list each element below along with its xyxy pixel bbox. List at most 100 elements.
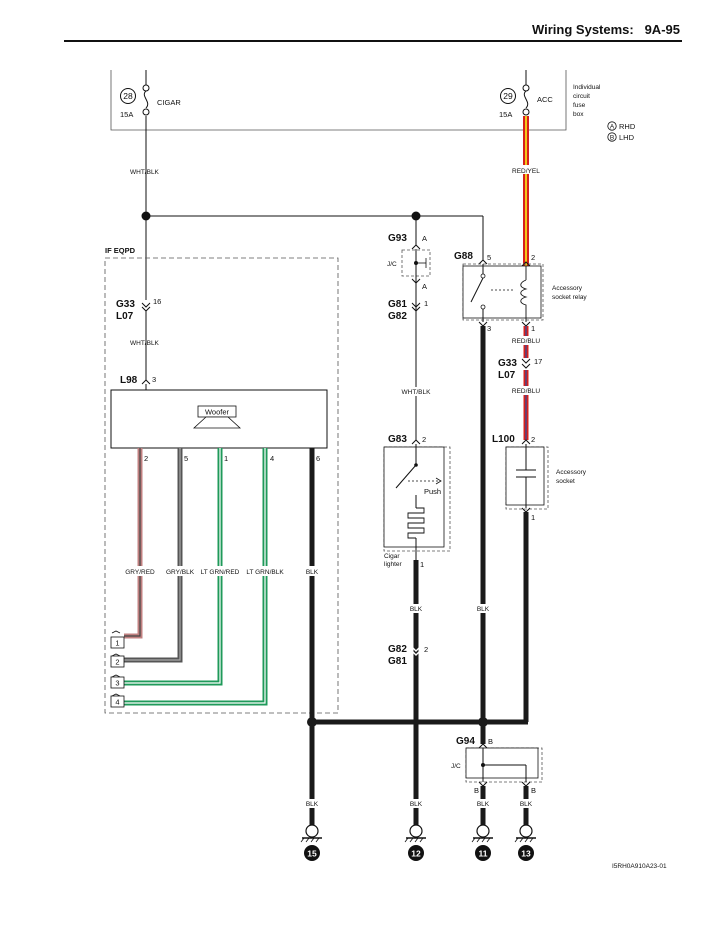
svg-text:lighter: lighter [384, 561, 403, 568]
wire-label: RED/YEL [512, 168, 540, 175]
wire-label: GRY/BLK [166, 569, 195, 576]
option-label: IF EQPD [105, 246, 136, 255]
svg-text:G81: G81 [388, 299, 407, 310]
header-title: Wiring Systems: 9A-95 [531, 22, 680, 37]
svg-text:G82: G82 [388, 311, 407, 322]
svg-text:G83: G83 [388, 434, 407, 445]
svg-text:11: 11 [479, 849, 488, 859]
svg-text:Accessory: Accessory [552, 285, 583, 292]
ground-13: 13 [514, 824, 536, 861]
push-label: Push [424, 487, 441, 496]
wire-label: BLK [520, 801, 533, 808]
svg-text:G94: G94 [456, 736, 475, 747]
relay-coil-icon [520, 266, 528, 322]
fuse-box-label-1: Individual [573, 84, 601, 91]
svg-text:J/C: J/C [451, 763, 461, 770]
connector-g94: G94 B J/C B B [451, 736, 543, 825]
svg-text:Cigar: Cigar [384, 553, 400, 560]
svg-text:3: 3 [487, 324, 491, 333]
svg-text:G82: G82 [388, 644, 407, 655]
svg-text:29: 29 [503, 91, 513, 101]
cigar-lighter: G83 2 Push Cigar lighter 1 [383, 434, 451, 569]
splice-point [141, 211, 151, 221]
wire-label: WHT/BLK [130, 340, 160, 347]
wire-label: WHT/BLK [402, 389, 432, 396]
relay-socket-wire: RED/BLU G33 L07 17 RED/BLU [498, 326, 542, 440]
lighter-ground-wire: BLK G82 G81 2 [388, 560, 428, 825]
svg-text:6: 6 [316, 454, 320, 463]
wire-label: WHT/BLK [130, 169, 160, 176]
wire-label: BLK [477, 606, 490, 613]
terminal-block: 1 2 3 4 [110, 630, 125, 708]
svg-text:2: 2 [144, 454, 148, 463]
svg-text:13: 13 [521, 849, 531, 859]
legend-lhd: LHD [619, 133, 635, 142]
svg-text:B: B [474, 786, 479, 795]
woofer-unit: L98 3 Woofer [110, 375, 328, 449]
connector-g33-l07-left: G33 L07 16 WHT/BLK [116, 297, 161, 380]
page-header: Wiring Systems: 9A-95 [0, 0, 720, 44]
svg-text:L100: L100 [492, 434, 515, 445]
legend-rhd: RHD [619, 122, 636, 131]
feed-wires: WHT/BLK RED/YEL [130, 116, 542, 300]
svg-text:B: B [610, 135, 614, 142]
svg-text:Accessory: Accessory [556, 469, 587, 476]
svg-text:28: 28 [123, 91, 133, 101]
woofer-label: Woofer [205, 408, 230, 417]
svg-text:3: 3 [152, 375, 156, 384]
ground-bus: BLK [307, 326, 529, 744]
svg-text:G81: G81 [388, 656, 407, 667]
fuse-number-badge [120, 88, 136, 104]
svg-text:1: 1 [531, 324, 535, 333]
header-rule [64, 40, 682, 42]
woofer-wires: 2 5 1 4 6 GRY/RED GRY/BLK LT GRN/RED LT … [120, 448, 332, 825]
svg-text:L98: L98 [120, 375, 138, 386]
optional-equipment-box: IF EQPD [104, 246, 339, 714]
connector-g81-g82: G81 G82 1 WHT/BLK [388, 283, 436, 440]
legend: A RHD B LHD [607, 121, 636, 142]
wire-label: GRY/RED [125, 569, 155, 576]
fuse-box-label-2: circuit [573, 93, 590, 100]
svg-text:G88: G88 [454, 251, 473, 262]
svg-text:B: B [488, 737, 493, 746]
svg-text:1: 1 [424, 299, 428, 308]
svg-text:1: 1 [115, 639, 119, 648]
svg-text:socket: socket [556, 478, 575, 485]
fuse-box-label-3: fuse [573, 102, 586, 109]
svg-text:2: 2 [531, 253, 535, 262]
svg-text:4: 4 [115, 698, 119, 707]
wire-label: BLK [306, 801, 319, 808]
wire-label: RED/BLU [512, 338, 540, 345]
ground-11: 11 [471, 824, 493, 861]
ground-number-badge [518, 845, 534, 861]
svg-text:L07: L07 [116, 311, 134, 322]
svg-text:G33: G33 [498, 358, 517, 369]
ground-number-badge [304, 845, 320, 861]
svg-text:2: 2 [424, 645, 428, 654]
fuse-number-badge [500, 88, 516, 104]
figure-code: I5RH0A910A23-01 [612, 863, 667, 870]
ground-number-badge [475, 845, 491, 861]
svg-text:A: A [422, 234, 427, 243]
svg-text:2: 2 [422, 435, 426, 444]
wire-label: BLK [410, 801, 423, 808]
fuse-name: ACC [537, 95, 553, 104]
svg-text:J/C: J/C [387, 261, 397, 268]
svg-text:15: 15 [307, 849, 317, 859]
ground-wire-labels: BLK BLK BLK BLK [300, 799, 538, 808]
ground-number-badge [408, 845, 424, 861]
svg-text:3: 3 [115, 679, 119, 688]
fuse-29: 29 ACC 15A [499, 70, 553, 119]
svg-text:5: 5 [487, 253, 491, 262]
svg-text:17: 17 [534, 357, 542, 366]
svg-text:2: 2 [531, 435, 535, 444]
fuse-name: CIGAR [157, 98, 181, 107]
fuse-rating: 15A [499, 110, 512, 119]
svg-text:socket relay: socket relay [552, 294, 587, 301]
ground-15: 15 [300, 824, 322, 861]
svg-text:L07: L07 [498, 370, 516, 381]
svg-text:A: A [422, 282, 427, 291]
wire-label: BLK [410, 606, 423, 613]
svg-text:16: 16 [153, 297, 161, 306]
